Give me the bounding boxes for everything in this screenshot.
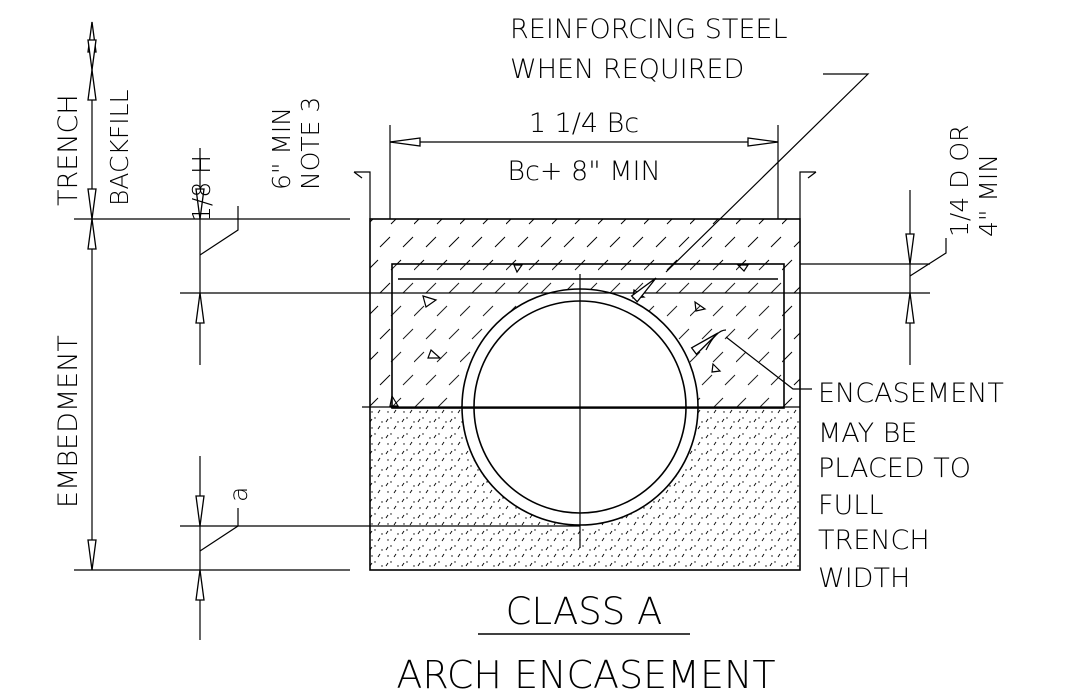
encasement-line-1: ENCASEMENT: [818, 378, 1004, 409]
encasement-line-4: FULL: [818, 490, 883, 521]
drawing-subtitle: ARCH ENCASEMENT: [396, 653, 775, 697]
width-label-bottom: Bc+ 8" MIN: [507, 156, 660, 187]
backfill-label: BACKFILL: [105, 89, 134, 206]
note-3-label: NOTE 3: [296, 97, 325, 190]
encasement-line-6: WIDTH: [818, 563, 910, 594]
encasement-outline: [369, 218, 801, 571]
four-min-label: 4" MIN: [974, 154, 1003, 237]
concrete-cap-hatch: [370, 219, 800, 408]
reinforcing-label-1: REINFORCING STEEL: [510, 14, 788, 45]
width-label-top: 1 1/4 Bc: [529, 108, 639, 139]
eighth-h-dimension: [195, 148, 239, 365]
drawing-title: CLASS A: [506, 590, 663, 633]
six-min-label: 6" MIN: [267, 107, 296, 190]
reference-lines: [74, 218, 930, 571]
encasement-line-2: MAY BE: [818, 418, 917, 449]
encasement-line-3: PLACED TO: [818, 453, 971, 484]
width-dimension: [353, 125, 817, 219]
a-dimension: [195, 456, 239, 640]
trench-label: TRENCH: [53, 94, 84, 206]
quarter-d-label: 1/4 D OR: [945, 125, 974, 237]
pipe: [362, 274, 800, 548]
trench-backfill-dimension: [87, 21, 97, 571]
reinforcing-label-2: WHEN REQUIRED: [510, 54, 744, 85]
reinforcing-steel-leader: [630, 73, 870, 303]
quarter-d-dimension: [905, 190, 947, 365]
embedment-label: EMBEDMENT: [53, 335, 84, 508]
encasement-line-5: TRENCH: [818, 525, 930, 556]
encasement-note: ENCASEMENT MAY BE PLACED TO FULL TRENCH …: [818, 378, 1004, 594]
encasement-leader: [690, 329, 812, 390]
eighth-h-label: 1/8 H: [187, 155, 216, 222]
a-label: a: [224, 487, 253, 502]
